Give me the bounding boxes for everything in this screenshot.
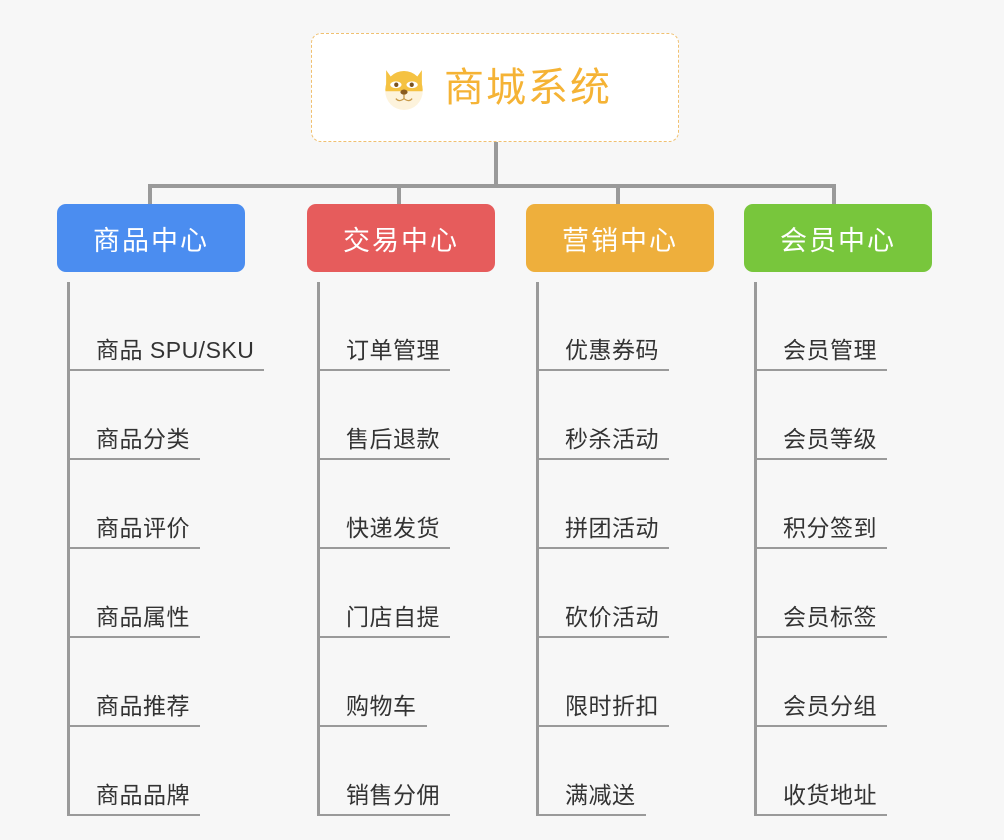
leaf-label: 售后退款	[346, 426, 440, 453]
dog-face-icon	[385, 69, 423, 110]
leaf-label: 积分签到	[783, 515, 877, 542]
leaf-list-2: 订单管理 售后退款 快递发货 门店自提 购物车 销售分佣	[307, 282, 495, 816]
leaf-item[interactable]: 优惠券码	[537, 282, 714, 371]
leaf-item[interactable]: 拼团活动	[537, 460, 714, 549]
leaf-item[interactable]: 满减送	[537, 727, 714, 816]
leaf-spine-3	[536, 282, 539, 816]
leaf-item[interactable]: 商品评价	[68, 460, 245, 549]
branch-header-4[interactable]: 会员中心	[744, 204, 932, 272]
leaf-list-3: 优惠券码 秒杀活动 拼团活动 砍价活动 限时折扣 满减送	[526, 282, 714, 816]
leaf-label: 拼团活动	[565, 515, 659, 542]
leaf-item[interactable]: 会员等级	[755, 371, 932, 460]
branch-header-1[interactable]: 商品中心	[57, 204, 245, 272]
leaf-item[interactable]: 会员分组	[755, 638, 932, 727]
leaf-label: 会员分组	[783, 693, 877, 720]
branch-column-2: 交易中心 订单管理 售后退款 快递发货 门店自提 购物车 销售分佣	[307, 204, 495, 816]
leaf-spine-4	[754, 282, 757, 816]
leaf-item[interactable]: 订单管理	[318, 282, 495, 371]
leaf-item[interactable]: 会员标签	[755, 549, 932, 638]
connector-drop-2	[397, 184, 401, 208]
leaf-item[interactable]: 快递发货	[318, 460, 495, 549]
leaf-spine-2	[317, 282, 320, 816]
branch-column-1: 商品中心 商品 SPU/SKU 商品分类 商品评价 商品属性 商品推荐 商品品牌	[57, 204, 265, 816]
leaf-item[interactable]: 购物车	[318, 638, 495, 727]
leaf-item[interactable]: 秒杀活动	[537, 371, 714, 460]
connector-drop-3	[616, 184, 620, 208]
leaf-item[interactable]: 砍价活动	[537, 549, 714, 638]
leaf-label: 秒杀活动	[565, 426, 659, 453]
connector-drop-4	[832, 184, 836, 208]
leaf-item[interactable]: 商品属性	[68, 549, 245, 638]
leaf-label: 收货地址	[783, 782, 877, 809]
leaf-label: 会员等级	[783, 426, 877, 453]
leaf-label: 商品评价	[96, 515, 190, 542]
leaf-label: 购物车	[346, 693, 417, 720]
connector-drop-1	[148, 184, 152, 208]
leaf-label: 会员标签	[783, 604, 877, 631]
root-node[interactable]: 商城系统	[311, 33, 679, 142]
leaf-item[interactable]: 会员管理	[755, 282, 932, 371]
leaf-label: 快递发货	[346, 515, 440, 542]
leaf-list-1: 商品 SPU/SKU 商品分类 商品评价 商品属性 商品推荐 商品品牌	[57, 282, 265, 816]
leaf-label: 满减送	[565, 782, 636, 809]
leaf-item[interactable]: 销售分佣	[318, 727, 495, 816]
leaf-list-4: 会员管理 会员等级 积分签到 会员标签 会员分组 收货地址	[744, 282, 932, 816]
leaf-label: 砍价活动	[565, 604, 659, 631]
leaf-item[interactable]: 商品分类	[68, 371, 245, 460]
root-title: 商城系统	[444, 65, 612, 110]
branch-column-3: 营销中心 优惠券码 秒杀活动 拼团活动 砍价活动 限时折扣 满减送	[526, 204, 714, 816]
leaf-item[interactable]: 售后退款	[318, 371, 495, 460]
leaf-label: 会员管理	[783, 337, 877, 364]
branch-column-4: 会员中心 会员管理 会员等级 积分签到 会员标签 会员分组 收货地址	[744, 204, 932, 816]
leaf-label: 商品分类	[96, 426, 190, 453]
leaf-item[interactable]: 收货地址	[755, 727, 932, 816]
leaf-item[interactable]: 门店自提	[318, 549, 495, 638]
leaf-item[interactable]: 商品品牌	[68, 727, 245, 816]
leaf-item[interactable]: 积分签到	[755, 460, 932, 549]
branch-header-2[interactable]: 交易中心	[307, 204, 495, 272]
leaf-label: 门店自提	[346, 604, 440, 631]
leaf-item[interactable]: 商品推荐	[68, 638, 245, 727]
leaf-label: 商品 SPU/SKU	[96, 337, 255, 364]
leaf-item[interactable]: 限时折扣	[537, 638, 714, 727]
leaf-label: 限时折扣	[565, 693, 659, 720]
branch-header-3[interactable]: 营销中心	[526, 204, 714, 272]
leaf-item[interactable]: 商品 SPU/SKU	[68, 282, 265, 371]
connector-bus	[148, 184, 836, 188]
leaf-spine-1	[67, 282, 70, 816]
connector-stem	[494, 142, 498, 186]
leaf-label: 销售分佣	[346, 782, 440, 809]
leaf-label: 商品品牌	[96, 782, 190, 809]
leaf-label: 商品属性	[96, 604, 190, 631]
leaf-label: 优惠券码	[565, 337, 659, 364]
leaf-label: 商品推荐	[96, 693, 190, 720]
leaf-label: 订单管理	[346, 337, 440, 364]
